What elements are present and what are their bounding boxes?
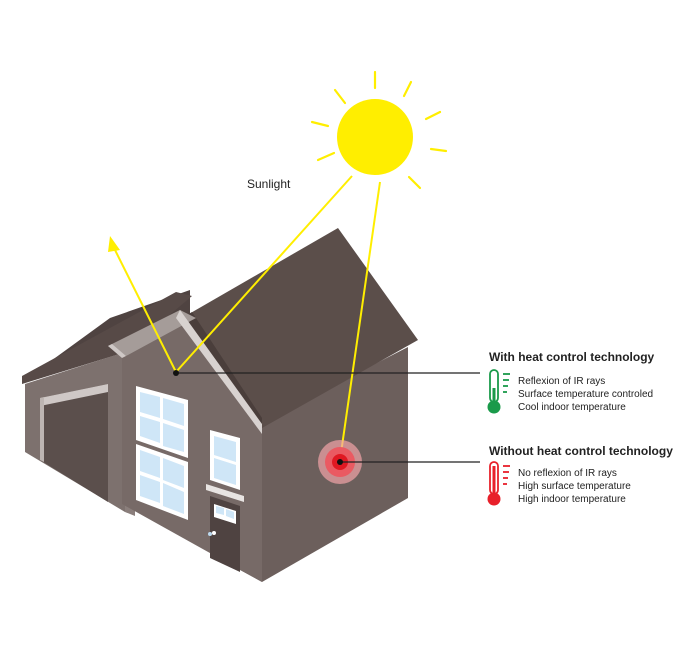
callout-lines	[173, 370, 480, 465]
absorbed-ray	[339, 181, 381, 461]
red-thermometer-icon	[487, 461, 510, 506]
upper-window	[136, 386, 188, 458]
without-tech-item: High surface temperature	[518, 481, 631, 492]
side-window	[210, 430, 240, 490]
with-tech-item: Surface temperature controled	[518, 389, 654, 400]
without-tech-item: High indoor temperature	[518, 494, 626, 505]
with-tech-item: Reflexion of IR rays	[518, 376, 606, 387]
incoming-ray	[175, 175, 353, 373]
house-illustration	[22, 228, 418, 582]
front-door	[206, 484, 244, 572]
sunlight-label: Sunlight	[247, 177, 291, 191]
green-thermometer-icon	[487, 369, 510, 414]
with-tech-item: Cool indoor temperature	[518, 402, 626, 413]
without-tech-list: No reflexion of IR rays High surface tem…	[518, 467, 631, 506]
lower-window	[136, 444, 188, 520]
without-tech-item: No reflexion of IR rays	[518, 468, 617, 479]
sun-icon	[310, 70, 448, 190]
reflected-ray-arrowhead	[108, 236, 120, 252]
sunlight-rays	[113, 175, 381, 461]
with-tech-heading: With heat control technology	[489, 350, 655, 364]
reflected-ray	[113, 247, 177, 373]
with-tech-list: Reflexion of IR rays Surface temperature…	[518, 375, 653, 414]
without-tech-heading: Without heat control technology	[489, 444, 673, 458]
